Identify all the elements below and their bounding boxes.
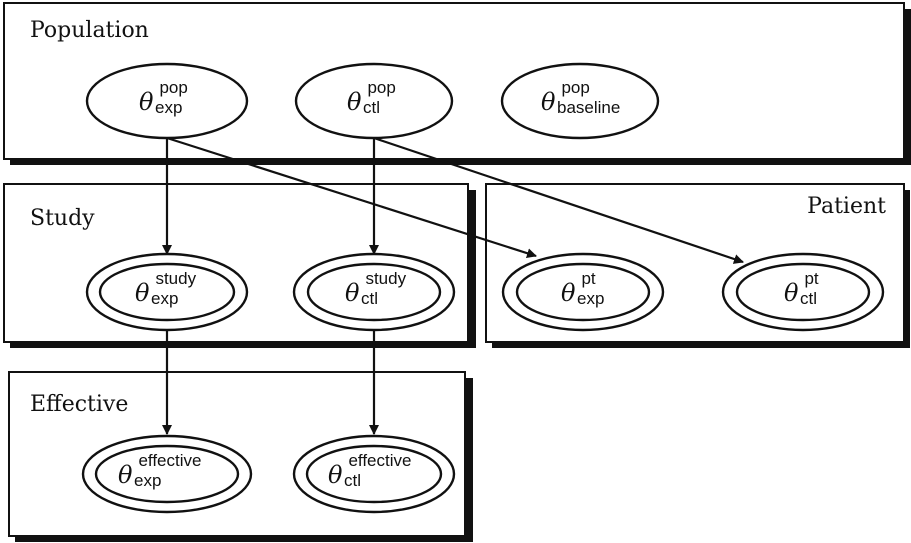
edge-pop-exp-to-pt-exp <box>166 136 537 259</box>
node-theta-pt-ctl: θ pt ctl <box>721 252 885 332</box>
subscript-exp: exp <box>577 289 604 308</box>
node-theta-pop-ctl: θ pop ctl <box>294 62 454 140</box>
population-title: Population <box>30 18 149 43</box>
edge-pop-ctl-to-pt-ctl <box>373 136 744 264</box>
node-theta-effective-exp: θ effective exp <box>81 434 253 514</box>
study-title: Study <box>30 206 95 231</box>
node-theta-effective-ctl: θ effective ctl <box>292 434 456 514</box>
subscript-ctl: ctl <box>800 289 817 308</box>
node-theta-pop-baseline: θ pop baseline <box>500 62 660 140</box>
theta-label: θ pop <box>347 78 396 116</box>
node-theta-study-exp: θ study exp <box>85 252 249 332</box>
subscript-exp: exp <box>134 471 161 490</box>
theta-label: θ pop <box>139 78 188 116</box>
theta-label: θ pt <box>784 269 819 307</box>
theta-label: θ study <box>345 269 407 307</box>
node-theta-pt-exp: θ pt exp <box>501 252 665 332</box>
subscript-exp: exp <box>155 98 182 117</box>
theta-label: θ effective <box>118 451 201 489</box>
edges <box>162 136 744 435</box>
theta-label: θ pop <box>541 78 590 116</box>
node-theta-study-ctl: θ study ctl <box>292 252 456 332</box>
theta-label: θ effective <box>328 451 411 489</box>
theta-label: θ pt <box>561 269 596 307</box>
subscript-baseline: baseline <box>557 98 620 117</box>
patient-title: Patient <box>807 194 886 219</box>
subscript-ctl: ctl <box>344 471 361 490</box>
subscript-ctl: ctl <box>361 289 378 308</box>
subscript-ctl: ctl <box>363 98 380 117</box>
node-theta-pop-exp: θ pop exp <box>85 62 249 140</box>
effective-title: Effective <box>30 392 128 417</box>
subscript-exp: exp <box>151 289 178 308</box>
theta-label: θ study <box>135 269 197 307</box>
